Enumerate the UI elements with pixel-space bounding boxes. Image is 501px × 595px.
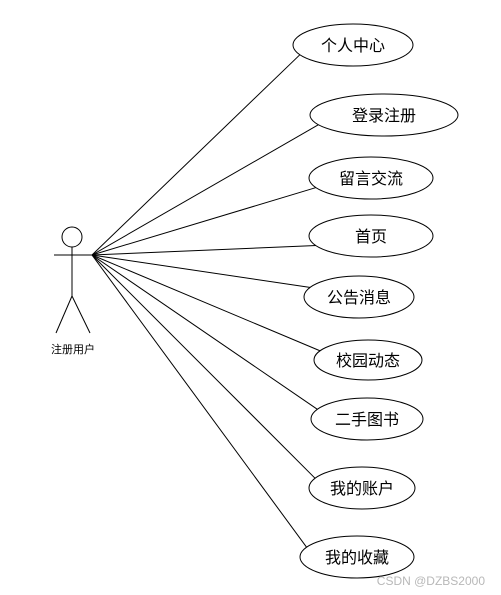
use-case-ellipse bbox=[310, 397, 424, 441]
association-line-campus-news bbox=[91, 254, 321, 352]
use-case-label: 个人中心 bbox=[321, 36, 385, 55]
use-case-ellipse bbox=[299, 535, 415, 579]
use-case-home: 首页 bbox=[308, 214, 434, 258]
use-case-label: 留言交流 bbox=[339, 169, 403, 188]
use-case-ellipse bbox=[308, 156, 434, 200]
use-case-label: 首页 bbox=[355, 227, 387, 246]
use-case-my-favorites: 我的收藏 bbox=[299, 535, 415, 579]
use-case-label: 公告消息 bbox=[327, 288, 391, 307]
association-line-my-account bbox=[91, 254, 316, 479]
use-case-label: 二手图书 bbox=[335, 410, 399, 429]
use-case-label: 我的收藏 bbox=[325, 548, 389, 567]
association-line-login-register bbox=[91, 124, 320, 256]
association-line-personal-center bbox=[91, 54, 301, 256]
use-case-used-books: 二手图书 bbox=[310, 397, 424, 441]
use-case-ellipse bbox=[309, 93, 459, 137]
use-case-ellipse bbox=[308, 214, 434, 258]
use-case-ellipse bbox=[308, 466, 416, 510]
use-case-ellipse bbox=[292, 23, 414, 67]
actor: 注册用户 bbox=[51, 226, 95, 356]
use-case-ellipse bbox=[313, 339, 423, 381]
association-line-used-books bbox=[91, 254, 319, 410]
association-line-home bbox=[91, 244, 317, 256]
use-case-label: 校园动态 bbox=[336, 351, 400, 370]
actor-head bbox=[61, 226, 83, 248]
use-case-login-register: 登录注册 bbox=[309, 93, 459, 137]
use-case-announcements: 公告消息 bbox=[303, 275, 415, 319]
use-case-ellipse bbox=[303, 275, 415, 319]
watermark: CSDN @DZBS2000 bbox=[376, 574, 485, 588]
use-case-my-account: 我的账户 bbox=[308, 466, 416, 510]
association-line-announcements bbox=[91, 254, 311, 289]
use-case-label: 登录注册 bbox=[352, 106, 416, 125]
actor-left-leg bbox=[55, 295, 73, 334]
association-lines bbox=[91, 54, 321, 548]
use-case-label: 我的账户 bbox=[330, 479, 394, 498]
use-case-campus-news: 校园动态 bbox=[313, 339, 423, 381]
use-case-personal-center: 个人中心 bbox=[292, 23, 414, 67]
association-line-message-board bbox=[91, 186, 317, 256]
use-case-message-board: 留言交流 bbox=[308, 156, 434, 200]
actor-label: 注册用户 bbox=[51, 342, 95, 356]
association-line-my-favorites bbox=[91, 254, 308, 548]
actor-right-leg bbox=[71, 295, 91, 334]
